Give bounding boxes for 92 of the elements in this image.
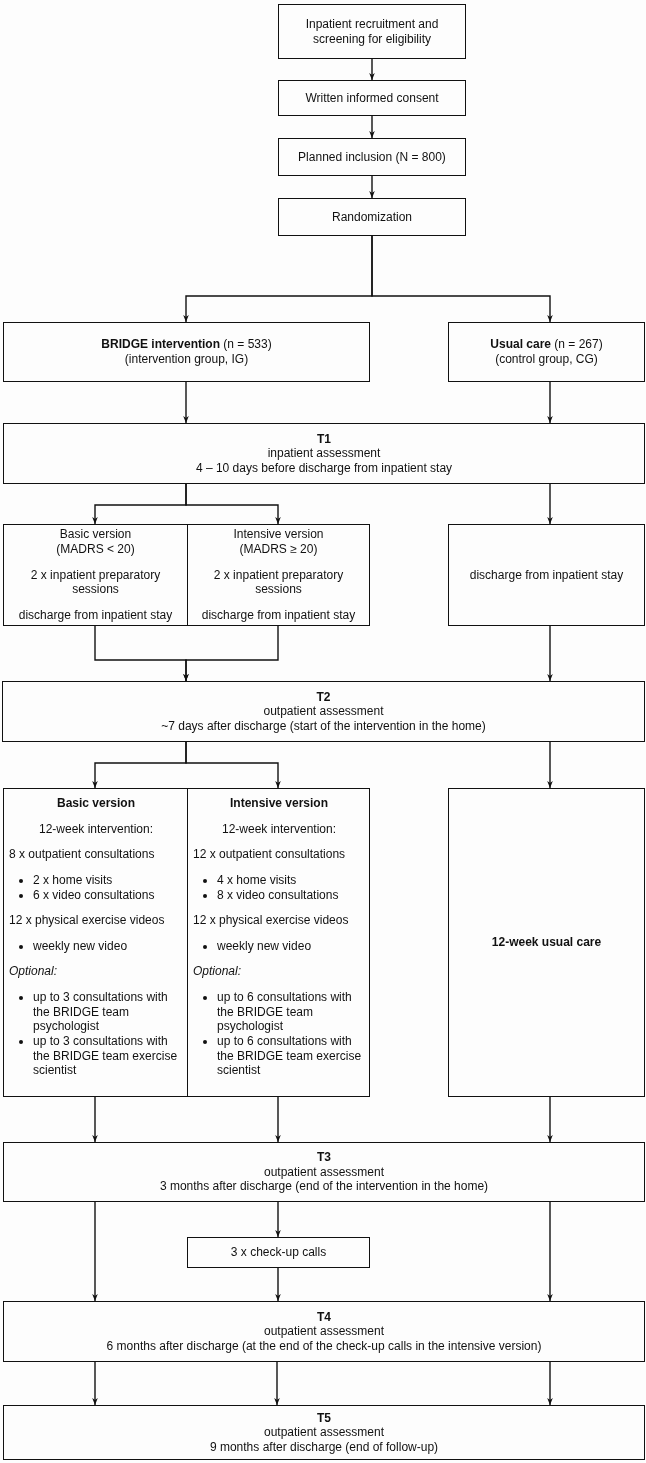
box-text: discharge from inpatient stay [468, 567, 625, 583]
box-heading: T4 [316, 1309, 332, 1325]
box-text: Optional: [193, 964, 243, 979]
assessment-box [2, 681, 645, 742]
box-heading: T3 [316, 1150, 332, 1165]
arrow [547, 1096, 553, 1143]
bullet-item: up to 6 consultations with the BRIDGE team exercise scientist [217, 1033, 363, 1078]
box-text: discharge from inpatient stay [17, 607, 174, 623]
box-text: Inpatient recruitment and screening for eligibility [304, 16, 440, 47]
assessment-box [3, 1142, 645, 1202]
box-text: 12 x outpatient consultations [193, 847, 347, 862]
box-text: discharge from inpatient stay [200, 607, 357, 623]
box-heading: T1 [316, 431, 332, 447]
box-text: Written informed consent [304, 90, 440, 106]
process-box [3, 524, 188, 626]
arrow [274, 1361, 280, 1406]
assessment-box [3, 1301, 645, 1362]
box-text: Basic version [58, 527, 133, 543]
box-text: outpatient assessment [262, 1324, 386, 1339]
arrow [92, 1361, 98, 1406]
arrow [369, 175, 375, 199]
process-box [187, 524, 370, 626]
box-text: 6 months after discharge (at the end of the check-up calls in the intensive version) [105, 1338, 543, 1354]
box-text: Planned inclusion (N = 800) [297, 149, 447, 165]
process-box [448, 524, 645, 626]
box-text: 2 x inpatient preparatory sessions [212, 567, 345, 597]
box-text: 2 x inpatient preparatory sessions [29, 567, 162, 597]
arrow [547, 483, 553, 525]
arrow [371, 235, 553, 323]
arrow [183, 625, 279, 682]
arrow [92, 1096, 98, 1143]
box-text: outpatient assessment [262, 704, 385, 719]
bullet-item: 2 x home visits [33, 872, 114, 888]
box-heading: Intensive version [228, 796, 329, 811]
process-box [448, 322, 645, 382]
arrow [547, 1201, 553, 1302]
assessment-box [3, 1405, 645, 1460]
arrow [183, 381, 189, 424]
process-box [278, 138, 466, 176]
box-text: 12 x physical exercise videos [193, 913, 350, 928]
arrow [185, 741, 281, 789]
arrow [547, 1361, 553, 1406]
box-text: inpatient assessment [266, 446, 382, 461]
box-text: Optional: [9, 964, 59, 979]
box-text: Usual care (n = 267) [489, 337, 604, 352]
process-box [278, 4, 466, 59]
process-box [278, 198, 466, 236]
bullet-item: up to 3 consultations with the BRIDGE team exercise scientist [33, 1033, 179, 1078]
box-text: Randomization [330, 209, 413, 225]
arrow [547, 381, 553, 424]
box-text: outpatient assessment [262, 1164, 386, 1180]
box-text: 12-week intervention: [220, 821, 338, 837]
box-heading: 12-week usual care [490, 935, 603, 950]
box-heading: T2 [315, 689, 332, 705]
process-box [3, 322, 370, 382]
bullet-item: 8 x video consultations [217, 887, 340, 903]
box-text: 12 x physical exercise videos [9, 913, 166, 928]
bullet-item: weekly new video [217, 938, 313, 954]
box-text: (intervention group, IG) [123, 352, 250, 367]
bullet-item: 6 x video consultations [33, 887, 156, 903]
process-box [3, 788, 188, 1097]
box-heading: T5 [316, 1410, 332, 1426]
box-heading: Basic version [55, 796, 136, 811]
process-box [187, 1237, 370, 1268]
box-text: 12-week intervention: [37, 821, 155, 837]
box-text: BRIDGE intervention (n = 533) [100, 337, 273, 352]
box-text: 3 months after discharge (end of the intervention in the home) [158, 1179, 490, 1194]
arrow [369, 58, 375, 81]
box-text: 3 x check-up calls [229, 1245, 328, 1260]
arrow [185, 483, 281, 525]
box-text: ~7 days after discharge (start of the intervention in the home) [160, 718, 487, 734]
assessment-box [3, 423, 645, 484]
box-text: 4 – 10 days before discharge from inpatient stay [194, 460, 454, 476]
process-box [278, 80, 466, 116]
box-text: (MADRS ≥ 20) [238, 542, 319, 557]
arrow [547, 625, 553, 682]
bullet-item: 4 x home visits [217, 872, 298, 888]
process-box [187, 788, 370, 1097]
box-text: (MADRS < 20) [55, 542, 136, 557]
arrow [275, 1267, 281, 1302]
box-text: 8 x outpatient consultations [9, 847, 156, 862]
bullet-item: weekly new video [33, 938, 129, 954]
box-text: Intensive version [232, 527, 325, 543]
arrow [275, 1096, 281, 1143]
box-text: outpatient assessment [262, 1425, 386, 1440]
box-text: 9 months after discharge (end of follow-up) [208, 1439, 440, 1455]
process-box [448, 788, 645, 1097]
arrow [275, 1201, 281, 1238]
box-text: (control group, CG) [494, 352, 599, 367]
arrow [92, 1201, 98, 1302]
arrow [369, 115, 375, 139]
arrow [547, 741, 553, 789]
